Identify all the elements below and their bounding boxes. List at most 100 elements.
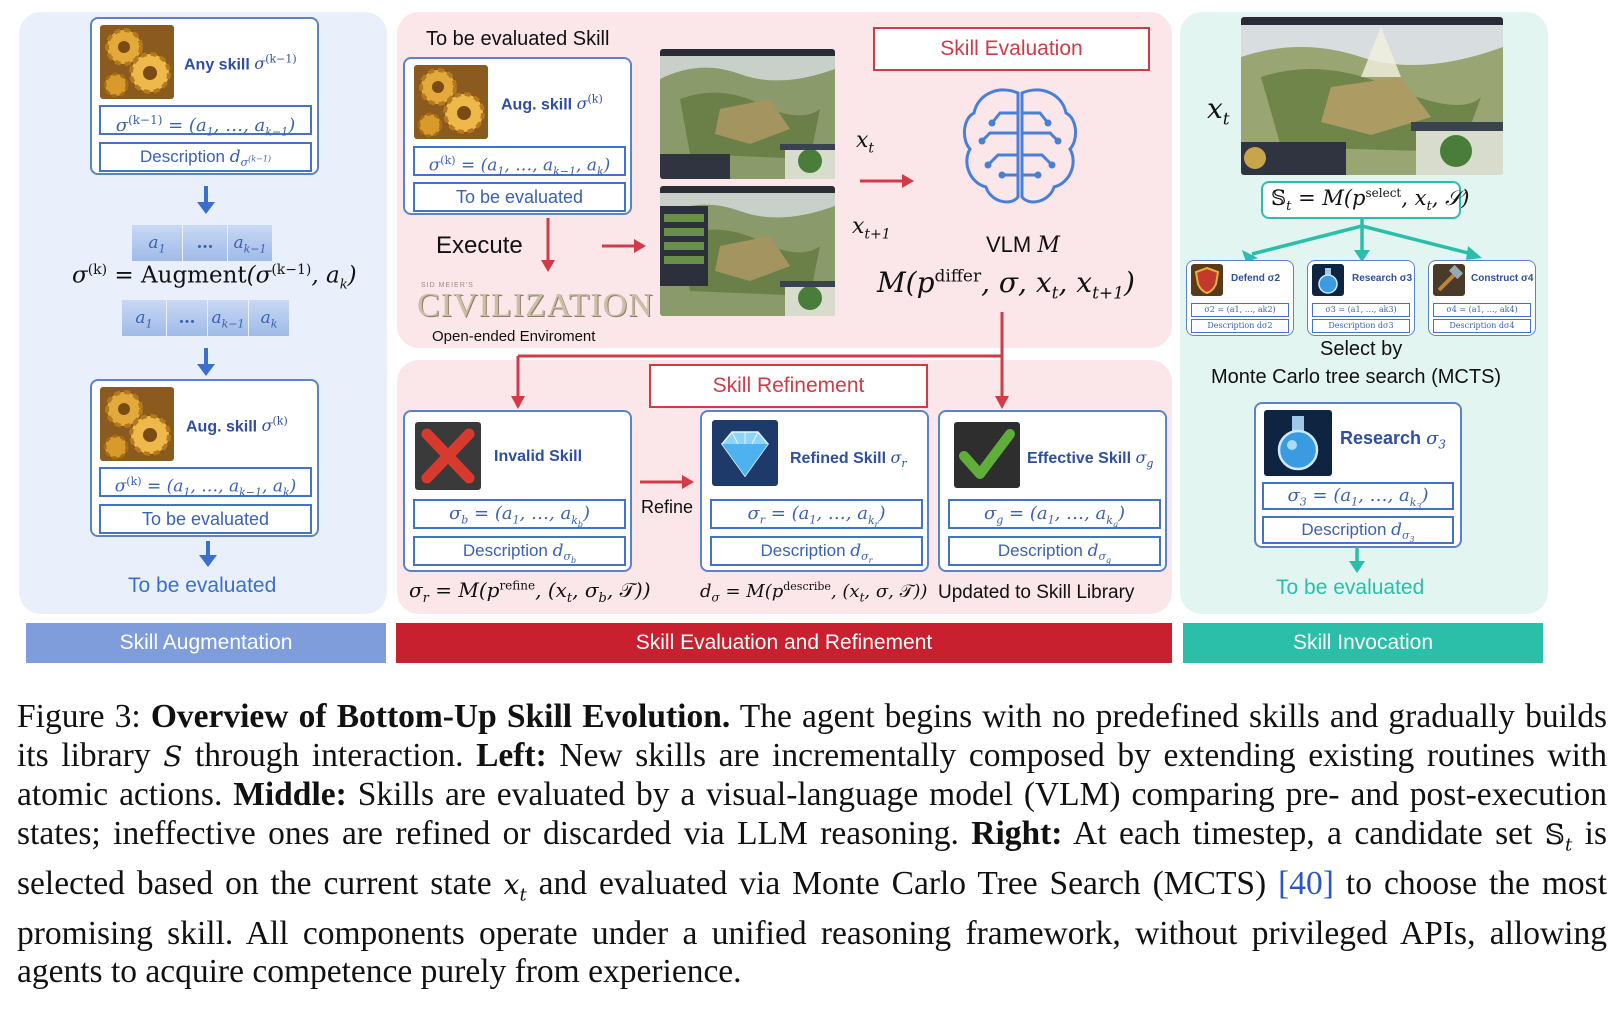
construct-card-title: Construct σ4 <box>1471 273 1534 284</box>
red-x-icon <box>415 422 481 490</box>
construct-card-seq: σ4 = (a1, …, ak4) <box>1433 303 1531 317</box>
caption-prefix: Figure 3: <box>17 698 151 735</box>
game-screenshot-xt <box>660 49 835 179</box>
any-skill-card: Any skill σ(k−1) σ(k−1) = (a1, …, ak−1) … <box>90 17 319 175</box>
effective-skill-sequence: σg = (a1, …, akg) <box>948 499 1161 529</box>
seq-top-ak-1: ak−1 <box>228 225 272 261</box>
seq-top-ellipsis: … <box>183 225 227 261</box>
game-screenshot-right <box>1241 17 1503 175</box>
civ-small-text: SID MEIER'S <box>421 282 474 289</box>
effective-skill-card: Effective Skill σg σg = (a1, …, akg) Des… <box>938 410 1167 572</box>
research-card-small: Research σ3 σ3 = (a1, …, ak3) Descriptio… <box>1307 260 1415 336</box>
gears-icon <box>100 25 174 99</box>
aug-skill-sequence-middle: σ(k) = (a1, …, ak−1, ak) <box>413 146 626 178</box>
caption-t6: is selected based on the current state <box>17 814 1607 902</box>
xt-label-right: xt <box>1207 92 1230 130</box>
effective-skill-label: Effective Skill σg <box>1027 448 1154 471</box>
brain-icon <box>963 88 1077 204</box>
seq-bottom-a1: a1 <box>122 300 166 336</box>
open-environment-label: Open-ended Enviroment <box>432 328 596 345</box>
potion-icon <box>1312 264 1344 296</box>
seq-bottom-ak-1: ak−1 <box>208 300 248 336</box>
any-skill-description: Description dσ(k−1) <box>99 142 312 172</box>
research-large-title: Research σ3 <box>1340 428 1446 452</box>
execute-arrow-down <box>541 218 555 272</box>
research-large-desc: Description dσ3 <box>1262 516 1454 545</box>
hammer-icon <box>1433 264 1465 296</box>
seq-bottom-ak: ak <box>249 300 289 336</box>
seq-bottom-ellipsis: … <box>167 300 207 336</box>
aug-skill-card-left: Aug. skill σ(k) σ(k) = (a1, …, ak−1, ak)… <box>90 379 319 537</box>
vlm-formula: M(pdiffer, σ, xt, xt+1) <box>877 266 1135 304</box>
game-screenshot-xt1 <box>660 186 835 316</box>
civilization-logo: CIVILIZATION <box>417 287 654 324</box>
construct-card: Construct σ4 σ4 = (a1, …, ak4) Descripti… <box>1428 260 1536 336</box>
mcts-label: Monte Carlo tree search (MCTS) <box>1211 366 1502 388</box>
caption-right-label: Right: <box>971 814 1063 852</box>
left-to-be-evaluated: To be evaluated <box>128 574 277 597</box>
arrow-down-1 <box>197 186 215 214</box>
skill-augmentation-band: Skill Augmentation <box>26 623 386 663</box>
research-card-small-seq: σ3 = (a1, …, ak3) <box>1312 303 1410 317</box>
invalid-skill-description: Description dσb <box>413 536 626 566</box>
updated-to-library: Updated to Skill Library <box>938 582 1135 603</box>
caption-t8: to choose the most promising skill. All … <box>17 864 1607 991</box>
arrow-down-3 <box>199 541 217 567</box>
research-card-small-desc: Description dσ3 <box>1312 319 1410 333</box>
defend-card-seq: σ2 = (a1, …, ak2) <box>1191 303 1289 317</box>
potion-icon <box>1264 410 1332 476</box>
caption-t5: At each timestep, a candidate set <box>1062 814 1545 852</box>
caption-t2: through interaction. <box>182 736 477 774</box>
aug-skill-status-middle: To be evaluated <box>413 182 626 212</box>
construct-card-desc: Description dσ4 <box>1433 319 1531 333</box>
aug-skill-label-middle: Aug. skill σ(k) <box>501 93 603 114</box>
skill-evaluation-box: Skill Evaluation <box>873 27 1150 71</box>
caption-set-symbol: 𝕊t <box>1544 817 1573 856</box>
to-be-evaluated-skill-title: To be evaluated Skill <box>426 28 610 50</box>
execute-label: Execute <box>436 232 523 259</box>
aug-skill-card-middle: Aug. skill σ(k) σ(k) = (a1, …, ak−1, ak)… <box>403 57 632 215</box>
invalid-skill-card: Invalid Skill σb = (a1, …, akb) Descript… <box>403 410 632 572</box>
refined-skill-card: Refined Skill σr σr = (a1, …, akr) Descr… <box>700 410 929 572</box>
refine-label: Refine <box>641 497 694 517</box>
caption-t1: The agent begins with no predefined skil… <box>17 698 1607 774</box>
refine-formula: σr = M(prefine, (xt, σb, 𝒯)) <box>409 578 651 606</box>
caption-t4: Skills are evaluated by a visual-languag… <box>17 776 1607 852</box>
defend-card-title: Defend σ2 <box>1231 273 1281 284</box>
aug-skill-label: Aug. skill σ(k) <box>186 415 288 436</box>
figure-caption: Figure 3: Overview of Bottom-Up Skill Ev… <box>17 698 1607 992</box>
select-formula: 𝕊t = M(pselect, xt, 𝒮) <box>1271 186 1470 215</box>
caption-t7: and evaluated via Monte Carlo Tree Searc… <box>526 864 1279 902</box>
gears-icon <box>100 387 174 461</box>
seq-top-a1: a1 <box>132 225 182 261</box>
skill-invocation-band: Skill Invocation <box>1183 623 1543 663</box>
xt-label-middle: xt <box>856 128 875 157</box>
refined-skill-label: Refined Skill σr <box>790 448 907 471</box>
caption-reference-link[interactable]: [40] <box>1278 864 1334 902</box>
augment-formula: σ(k) = Augment(σ(k−1), ak) <box>72 262 357 293</box>
xt1-label-middle: xt+1 <box>852 214 891 243</box>
select-branches <box>1242 218 1482 262</box>
invalid-skill-label: Invalid Skill <box>494 448 583 465</box>
research-card-small-title: Research σ3 <box>1352 273 1413 284</box>
refined-skill-description: Description dσr <box>710 536 923 566</box>
skill-evaluation-refinement-band: Skill Evaluation and Refinement <box>396 623 1172 663</box>
checkmark-icon <box>954 422 1020 488</box>
arrow-to-evaluated-right <box>1349 547 1365 573</box>
research-large-seq: σ3 = (a1, …, ak3) <box>1262 482 1454 511</box>
select-by-label: Select by <box>1320 338 1403 360</box>
research-card-large: Research σ3 σ3 = (a1, …, ak3) Descriptio… <box>1254 402 1462 548</box>
arrow-to-screenshots <box>602 239 646 253</box>
caption-title: Overview of Bottom-Up Skill Evolution. <box>150 698 731 735</box>
vlm-label: VLM M <box>986 232 1060 258</box>
caption-left-label: Left: <box>476 736 547 774</box>
caption-middle-label: Middle: <box>233 776 347 813</box>
arrow-down-2 <box>197 348 215 376</box>
refined-skill-sequence: σr = (a1, …, akr) <box>710 499 923 529</box>
caption-state-symbol: xt <box>503 867 527 906</box>
defend-card-desc: Description dσ2 <box>1191 319 1289 333</box>
any-skill-label-text: Any skill <box>184 56 250 74</box>
effective-skill-description: Description dσg <box>948 536 1161 566</box>
aug-skill-sequence: σ(k) = (a1, …, ak−1, ak) <box>99 467 312 499</box>
aug-skill-label-text: Aug. skill <box>186 418 258 436</box>
